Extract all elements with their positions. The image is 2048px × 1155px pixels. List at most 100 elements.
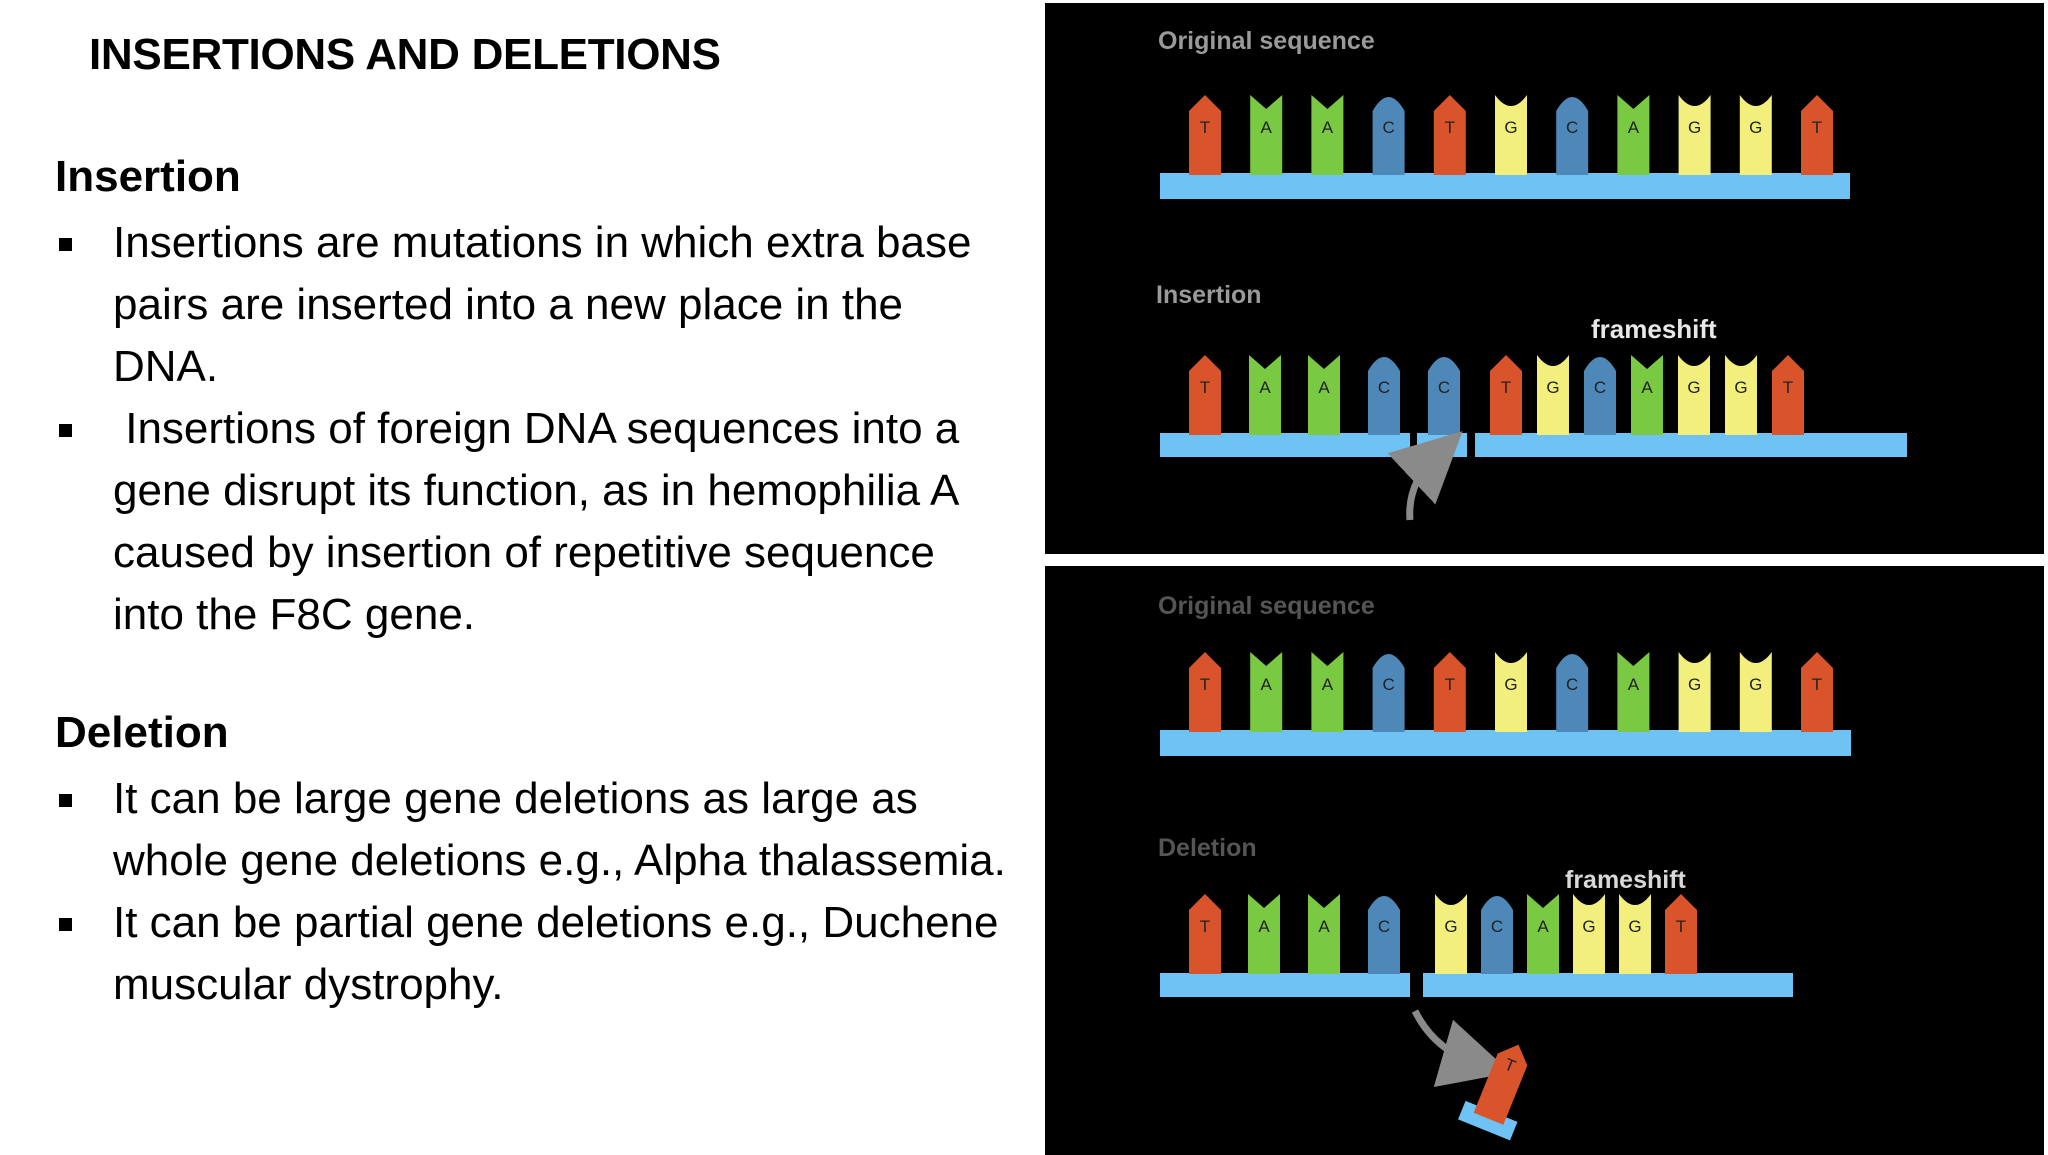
nucleotide-G: G — [1495, 652, 1527, 732]
nucleotide-letter: T — [1812, 675, 1822, 694]
nucleotide-letter: G — [1546, 378, 1559, 397]
nucleotide-letter: G — [1504, 675, 1517, 694]
nucleotide-G: G — [1739, 652, 1772, 732]
nucleotide-shape — [1801, 652, 1833, 732]
nucleotide-shape — [1617, 652, 1650, 732]
nucleotide-C: C — [1584, 357, 1616, 435]
slide-title: INSERTIONS AND DELETIONS — [89, 30, 721, 79]
nucleotide-A: A — [1250, 95, 1283, 175]
nucleotide-letter: G — [1749, 118, 1762, 137]
bullet-text: Insertions of foreign DNA sequences into… — [113, 404, 972, 639]
nucleotide-shape — [1189, 652, 1221, 732]
dna-backbone — [1475, 433, 1907, 457]
nucleotide-shape — [1189, 894, 1221, 974]
nucleotide-letter: C — [1382, 675, 1394, 694]
bullet-text: Insertions are mutations in which extra … — [113, 218, 972, 391]
dna-backbone — [1160, 730, 1851, 756]
nucleotide-T: T — [1801, 652, 1833, 732]
nucleotide-letter: G — [1734, 378, 1747, 397]
nucleotide-shape — [1308, 894, 1340, 974]
insertion-label: Insertion — [1156, 281, 1262, 309]
nucleotide-shape — [1372, 97, 1405, 175]
nucleotide-letter: G — [1582, 917, 1595, 936]
nucleotide-shape — [1189, 355, 1221, 435]
nucleotide-letter: T — [1445, 118, 1455, 137]
nucleotide-T: T — [1189, 894, 1221, 974]
nucleotide-shape — [1556, 654, 1589, 732]
nucleotide-C: C — [1481, 896, 1513, 974]
nucleotide-shape — [1490, 355, 1522, 435]
nucleotide-A: A — [1311, 95, 1344, 175]
nucleotide-shape — [1619, 894, 1651, 974]
deletion-heading: Deletion — [55, 708, 229, 757]
nucleotide-T: T — [1772, 355, 1804, 435]
nucleotide-A: A — [1250, 652, 1283, 732]
nucleotide-T: T — [1189, 355, 1221, 435]
nucleotide-G: G — [1739, 95, 1772, 175]
nucleotide-shape — [1428, 357, 1460, 435]
list-item: It can be large gene deletions as large … — [55, 768, 1015, 892]
nucleotide-letter: G — [1504, 118, 1517, 137]
nucleotide-C: C — [1556, 97, 1589, 175]
nucleotide-letter: A — [1259, 378, 1271, 397]
nucleotide-shape — [1368, 357, 1400, 435]
nucleotide-shape — [1311, 652, 1344, 732]
nucleotide-shape — [1248, 894, 1280, 974]
nucleotide-letter: G — [1628, 917, 1641, 936]
nucleotide-T: T — [1189, 652, 1221, 732]
nucleotide-letter: T — [1445, 675, 1455, 694]
nucleotide-letter: G — [1687, 378, 1700, 397]
nucleotide-letter: A — [1322, 118, 1334, 137]
nucleotide-G: G — [1678, 95, 1711, 175]
nucleotide-shape — [1368, 896, 1400, 974]
nucleotide-shape — [1433, 652, 1466, 732]
nucleotide-shape — [1772, 355, 1804, 435]
nucleotide-A: A — [1248, 894, 1280, 974]
nucleotide-letter: G — [1688, 118, 1701, 137]
nucleotide-shape — [1372, 654, 1405, 732]
nucleotide-shape — [1739, 95, 1772, 175]
nucleotide-shape — [1311, 95, 1344, 175]
nucleotide-T: T — [1189, 95, 1221, 175]
nucleotide-shape — [1433, 95, 1466, 175]
deletion-arrow-icon — [1411, 1009, 1511, 1088]
insertion-bullet-list: Insertions are mutations in which extra … — [55, 212, 1015, 646]
nucleotide-letter: C — [1378, 378, 1390, 397]
nucleotide-T: T — [1490, 355, 1522, 435]
deleted-backbone-fragment — [1458, 1100, 1518, 1141]
nucleotide-shape — [1189, 95, 1221, 175]
nucleotide-shape — [1801, 95, 1833, 175]
nucleotide-shape — [1725, 355, 1757, 435]
original-sequence-label: Original sequence — [1158, 27, 1375, 55]
nucleotide-C: C — [1372, 97, 1405, 175]
deleted-nucleotide: T — [1458, 1044, 1528, 1141]
nucleotide-letter: A — [1261, 675, 1273, 694]
dna-backbone — [1160, 973, 1410, 997]
frameshift-label: frameshift — [1565, 866, 1687, 894]
nucleotide-G: G — [1619, 894, 1651, 974]
nucleotide-shape — [1250, 95, 1283, 175]
deletion-label: Deletion — [1158, 834, 1257, 862]
original-sequence-label: Original sequence — [1158, 592, 1375, 620]
nucleotide-G: G — [1725, 355, 1757, 435]
nucleotide-shape — [1481, 896, 1513, 974]
nucleotide-G: G — [1573, 894, 1605, 974]
nucleotide-T: T — [1665, 894, 1697, 974]
list-item: Insertions of foreign DNA sequences into… — [55, 398, 1015, 646]
nucleotide-shape — [1495, 652, 1527, 732]
deleted-base-shape — [1473, 1044, 1528, 1125]
nucleotide-letter: T — [1200, 917, 1210, 936]
list-item: It can be partial gene deletions e.g., D… — [55, 892, 1015, 1016]
dna-backbone — [1423, 973, 1793, 997]
bullet-text: It can be partial gene deletions e.g., D… — [113, 898, 999, 1009]
nucleotide-A: A — [1631, 355, 1663, 435]
frameshift-label: frameshift — [1591, 314, 1717, 344]
nucleotide-letter: A — [1628, 675, 1640, 694]
nucleotide-shape — [1556, 97, 1589, 175]
nucleotide-T: T — [1433, 95, 1466, 175]
nucleotide-letter: T — [1200, 118, 1210, 137]
square-bullet-icon — [59, 424, 72, 437]
insertion-diagram: Original sequence Insertion frameshift T… — [1156, 27, 1907, 521]
insertion-figure-panel: Original sequence Insertion frameshift T… — [1045, 3, 2044, 554]
